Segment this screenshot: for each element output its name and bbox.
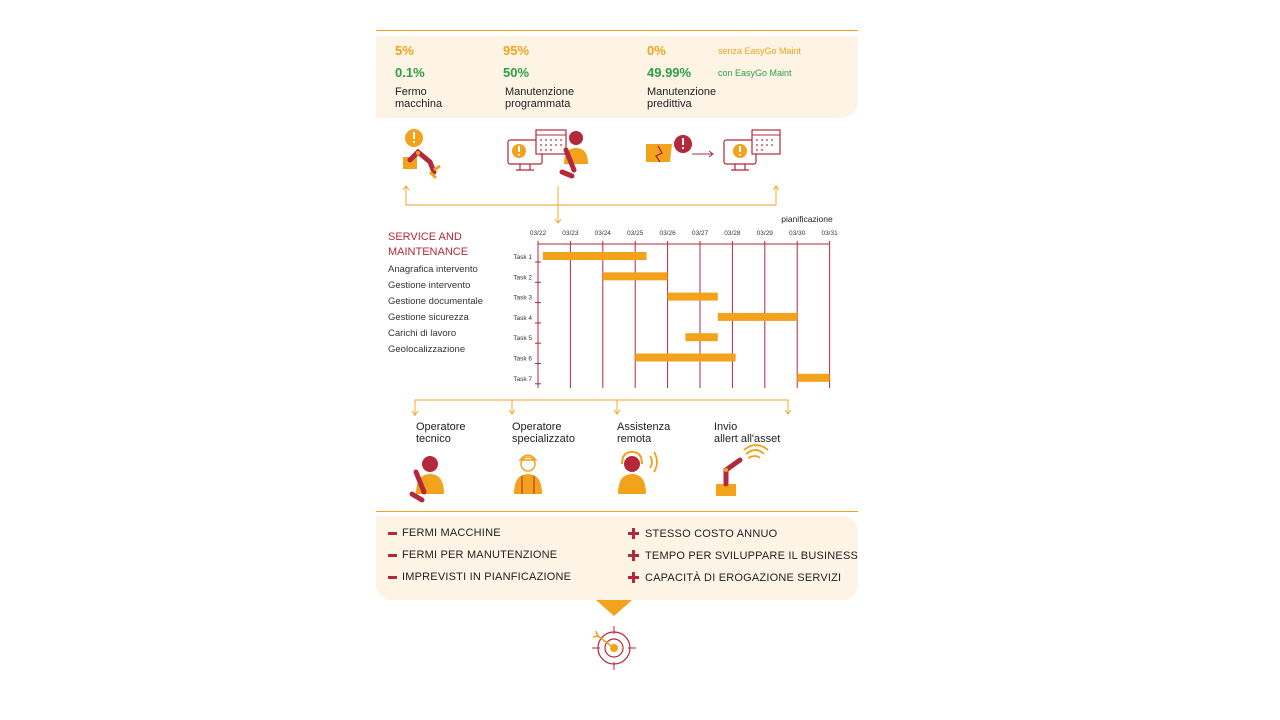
gantt-date-label: 03/29 [757, 230, 774, 237]
plus-icon [628, 550, 639, 561]
summary-panel [376, 516, 858, 600]
gantt-title: pianificazione [781, 214, 833, 224]
bottom-divider [376, 511, 858, 512]
gantt-date-label: 03/24 [595, 230, 612, 237]
gantt-task-bar [635, 353, 736, 362]
plus-item: CAPACITÀ DI EROGAZIONE SERVIZI [645, 572, 842, 584]
gantt-task-bar [685, 333, 718, 342]
operators-svg [409, 399, 792, 503]
plus-icon [628, 528, 639, 539]
gantt-task-label: Task 4 [513, 315, 532, 322]
plus-item: STESSO COSTO ANNUO [645, 528, 778, 540]
flow-connectors [402, 185, 780, 224]
gantt-date-label: 03/23 [562, 230, 579, 237]
technician-icon [409, 456, 444, 503]
gantt-task-label: Task 5 [513, 335, 532, 342]
specialist-icon [514, 454, 542, 494]
gantt-date-label: 03/27 [692, 230, 709, 237]
scheduled-with: 50% [503, 65, 530, 80]
down-arrow-icon [596, 600, 632, 616]
service-item: Gestione documentale [388, 296, 484, 307]
gantt-task-bar [717, 312, 798, 321]
minus-item: FERMI MACCHINE [402, 527, 501, 539]
gantt-task-bar [602, 272, 668, 281]
remote-assistance-headset-icon [618, 450, 658, 494]
minus-icon [388, 554, 397, 557]
downtime-without: 5% [395, 43, 414, 58]
top-divider [376, 30, 858, 31]
predictive-without: 0% [647, 43, 666, 58]
broken-part-to-calendar-icon [646, 129, 781, 171]
gantt-task-label: Task 1 [513, 254, 532, 261]
gantt-task-bar [542, 252, 647, 260]
gantt-date-label: 03/26 [659, 230, 676, 237]
gantt-task-label: Task 3 [513, 295, 532, 302]
service-item: Anagrafica intervento [388, 264, 478, 275]
gantt-date-label: 03/25 [627, 230, 644, 237]
gantt-task-bar [667, 292, 718, 301]
minus-item: FERMI PER MANUTENZIONE [402, 549, 558, 561]
scheduled-without: 95% [503, 43, 530, 58]
service-item: Gestione sicurezza [388, 312, 469, 323]
downtime-with: 0.1% [395, 65, 425, 80]
gantt-task-label: Task 6 [513, 356, 532, 363]
gantt-task-label: Task 2 [513, 274, 532, 281]
top-icons-svg [402, 129, 781, 224]
gantt-task-label: Task 7 [513, 376, 532, 383]
minus-icon [388, 532, 397, 535]
warning-robot-arm-icon [403, 129, 441, 180]
minus-icon [388, 576, 397, 579]
service-item: Gestione intervento [388, 280, 471, 291]
gantt-date-label: 03/22 [530, 230, 547, 237]
robot-arm-wifi-icon [716, 444, 769, 496]
service-item: Carichi di lavoro [388, 328, 457, 339]
legend-without: senza EasyGo Maint [718, 46, 802, 56]
monitor-calendar-technician-icon [507, 129, 588, 179]
service-item: Geolocalizzazione [388, 344, 466, 355]
plus-icon [628, 572, 639, 583]
predictive-with: 49.99% [647, 65, 692, 80]
target-svg [592, 600, 636, 670]
comparison-panel [376, 36, 858, 118]
gantt-task-bar [797, 373, 830, 382]
target-icon [592, 626, 636, 670]
gantt-date-label: 03/31 [821, 230, 838, 237]
gantt-date-label: 03/30 [789, 230, 806, 237]
plus-item: TEMPO PER SVILUPPARE IL BUSINESS [645, 550, 859, 562]
gantt-date-label: 03/28 [724, 230, 741, 237]
gantt-chart: pianificazione 03/22 03/23 03/24 03/25 03/26 0… [513, 214, 838, 388]
legend-with: con EasyGo Maint [718, 68, 792, 78]
operator-connectors [411, 399, 792, 416]
minus-item: IMPREVISTI IN PIANFICAZIONE [402, 571, 572, 583]
